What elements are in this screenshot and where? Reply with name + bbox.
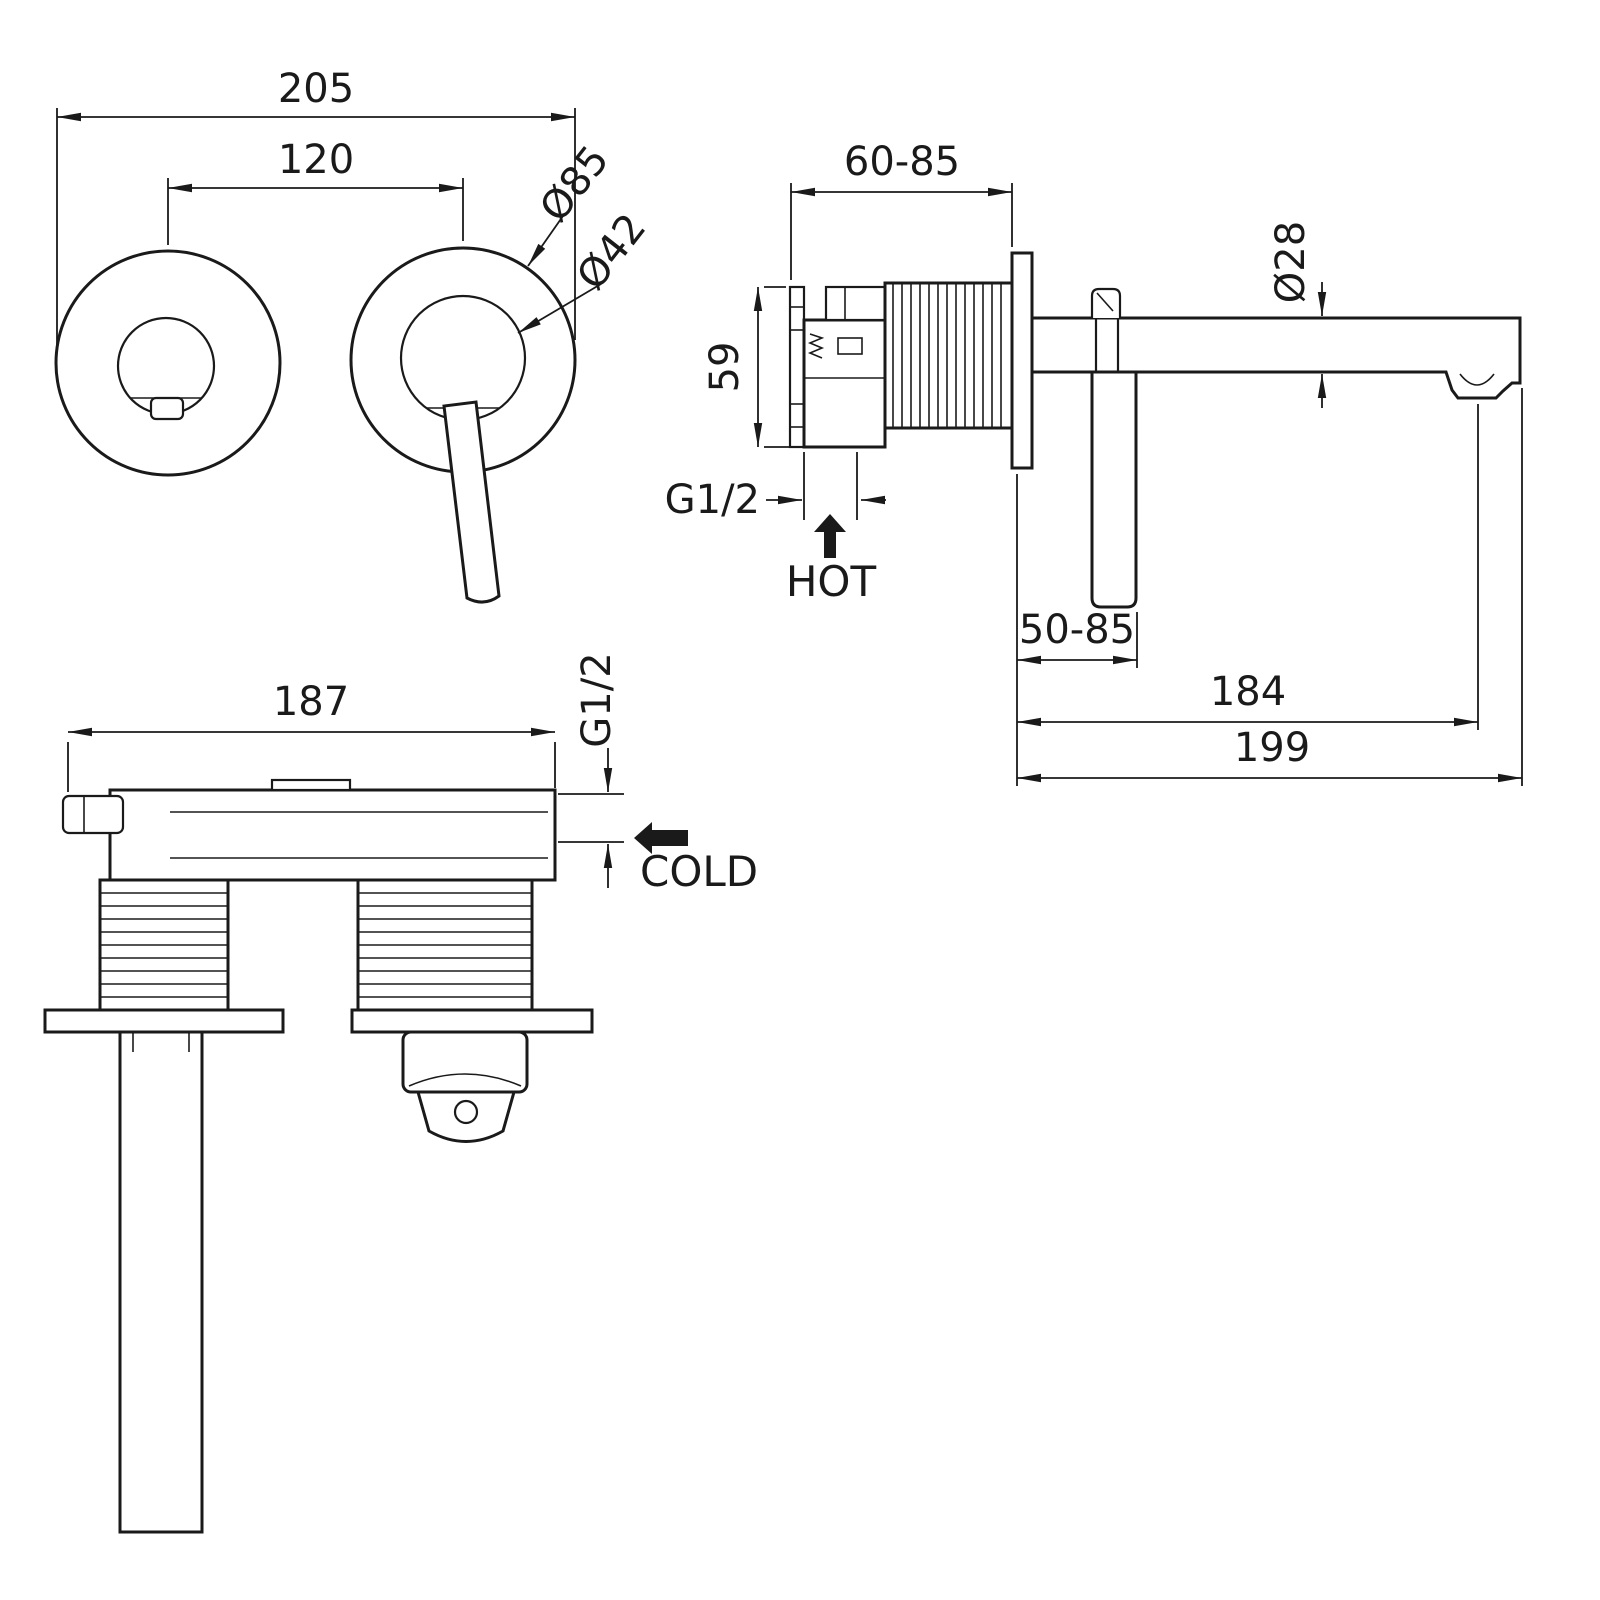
cold-label: COLD (640, 847, 758, 896)
spout-outlet-plan (61, 794, 125, 835)
right-wall-plate-plan (350, 1008, 594, 1034)
handle-base-plan (401, 1030, 529, 1094)
valve-end-flange (788, 285, 806, 449)
dim-body-height-label: 59 (702, 342, 748, 393)
escutcheon-outer-circle (54, 249, 282, 477)
hot-inlet: HOT (786, 514, 877, 606)
dim-handle-offset: 50-85 (1016, 474, 1138, 786)
handle-lever-front (442, 400, 501, 604)
dim-spout-diameter: Ø28 (1268, 221, 1327, 408)
mixer-escutcheon (349, 246, 577, 604)
dim-handle-offset-label: 50-85 (1019, 607, 1135, 653)
wall-plate-side (1010, 251, 1034, 470)
threaded-body (883, 281, 1014, 430)
dim-body-width-label: 187 (273, 679, 349, 725)
thread-lines (892, 283, 1002, 428)
check-valve-spring (807, 333, 825, 359)
hot-flow-arrow-icon (814, 514, 846, 558)
hot-label: HOT (786, 557, 877, 606)
threaded-bodies-plan (98, 878, 534, 1012)
handle-side (1090, 287, 1138, 609)
spout-body (1030, 316, 1522, 400)
valve-top-step (824, 285, 887, 322)
dim-overall-reach: 199 (1017, 388, 1523, 786)
manifold-tube (108, 788, 557, 882)
dim-inlet-thread-side: G1/2 (665, 452, 886, 523)
left-wall-plate-plan (43, 1008, 285, 1034)
spout-escutcheon (54, 249, 282, 477)
dim-handle-base-diameter: Ø42 (517, 205, 655, 334)
cold-flow-arrow-icon (634, 822, 688, 854)
dim-inlet-thread-side-label: G1/2 (665, 477, 760, 523)
thread-cylinder (883, 281, 1014, 430)
dim-overall-width: 205 (56, 66, 576, 345)
spout-plan (118, 1030, 204, 1534)
valve-cartridge-detail (837, 337, 863, 355)
dim-hole-centers-label: 120 (278, 137, 354, 183)
spout-side (1030, 316, 1522, 400)
right-thread-lines (358, 892, 532, 998)
left-thread-lines (100, 892, 228, 998)
dim-body-height: 59 (702, 286, 800, 448)
dim-overall-reach-label: 199 (1234, 725, 1310, 771)
manifold-top-tab (270, 778, 352, 792)
dim-spout-reach-label: 184 (1210, 669, 1286, 715)
aerator-side (1459, 373, 1495, 386)
dim-spout-diameter-label: Ø28 (1268, 221, 1314, 303)
valve-main-block (802, 318, 887, 449)
handle-base-circle (399, 294, 527, 422)
handle-plan (401, 1030, 529, 1143)
dim-body-depth-label: 60-85 (844, 139, 960, 185)
side-view: 60-85 59 G1/2 HOT Ø28 (665, 139, 1523, 786)
dim-handle-base-diameter-label: Ø42 (568, 205, 655, 298)
dim-body-depth: 60-85 (790, 139, 1013, 280)
dim-body-width: 187 (67, 679, 556, 792)
aerator-front (149, 396, 185, 421)
plan-view: 187 G1/2 COLD (43, 652, 758, 1534)
manifold-body (61, 778, 557, 882)
spout-tube (118, 1030, 204, 1534)
valve-body (788, 285, 887, 449)
handle-rod (1090, 370, 1138, 609)
dim-spout-reach: 184 (1017, 404, 1479, 730)
dim-inlet-thread-plan: G1/2 (558, 652, 624, 888)
dim-escutcheon-diameter-label: Ø85 (531, 137, 618, 230)
front-view: 205 120 Ø85 Ø42 (54, 66, 655, 604)
dim-overall-width-label: 205 (278, 66, 354, 112)
dim-inlet-thread-plan-label: G1/2 (574, 652, 620, 747)
cold-inlet: COLD (634, 822, 758, 896)
handle-pin (453, 1099, 479, 1125)
dim-hole-centers: 120 (167, 137, 464, 245)
